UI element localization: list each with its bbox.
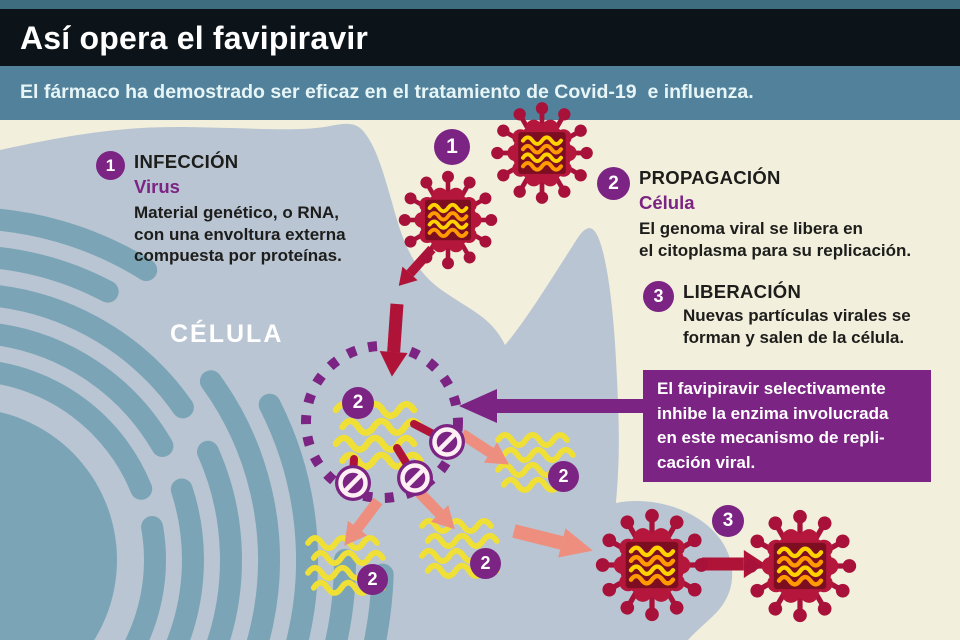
replication-site-circle [301, 341, 463, 503]
step-badge-1: 1 [96, 151, 125, 180]
cell-organelle-rings-icon [0, 208, 394, 640]
step-infection-title: INFECCIÓN [134, 151, 239, 172]
favipiravir-callout: El favipiravir selectivamente inhibe la … [643, 370, 931, 482]
no-entry-icon [429, 424, 465, 460]
step-propagation: 2 PROPAGACIÓN Célula El genoma viral se … [597, 167, 911, 261]
top-accent-strip [0, 0, 960, 9]
step-badge-2: 2 [597, 167, 630, 200]
page-subtitle: El fármaco ha demostrado ser eficaz en e… [20, 81, 754, 103]
inhibition-arrow [459, 389, 648, 423]
subtitle-bar [0, 66, 960, 120]
step-infection: 1 INFECCIÓN Virus Material genético, o R… [96, 151, 346, 267]
step-release: 3 LIBERACIÓN Nuevas partículas virales s… [643, 281, 911, 348]
step-propagation-title: PROPAGACIÓN [639, 167, 781, 188]
flow-badge-2: 2 [342, 387, 374, 419]
no-entry-icon [335, 465, 371, 501]
step-release-body: Nuevas partículas virales se forman y sa… [683, 306, 911, 347]
step-propagation-target: Célula [639, 192, 695, 213]
no-entry-icon [397, 460, 433, 496]
flow-badge-2: 2 [548, 461, 579, 492]
page-title: Así opera el favipiravir [20, 20, 369, 56]
title-bar [0, 9, 960, 66]
flow-badge-3: 3 [712, 505, 744, 537]
cell-label: CÉLULA [170, 320, 284, 348]
flow-badge-1: 1 [434, 129, 470, 165]
step-badge-3: 3 [643, 281, 674, 312]
step-release-title: LIBERACIÓN [683, 281, 802, 302]
step-infection-target: Virus [134, 176, 180, 197]
step-propagation-body: El genoma viral se libera en el citoplas… [639, 219, 912, 260]
flow-badge-2: 2 [357, 564, 388, 595]
flow-badge-2: 2 [470, 548, 501, 579]
step-infection-body: Material genético, o RNA, con una envolt… [134, 203, 346, 265]
